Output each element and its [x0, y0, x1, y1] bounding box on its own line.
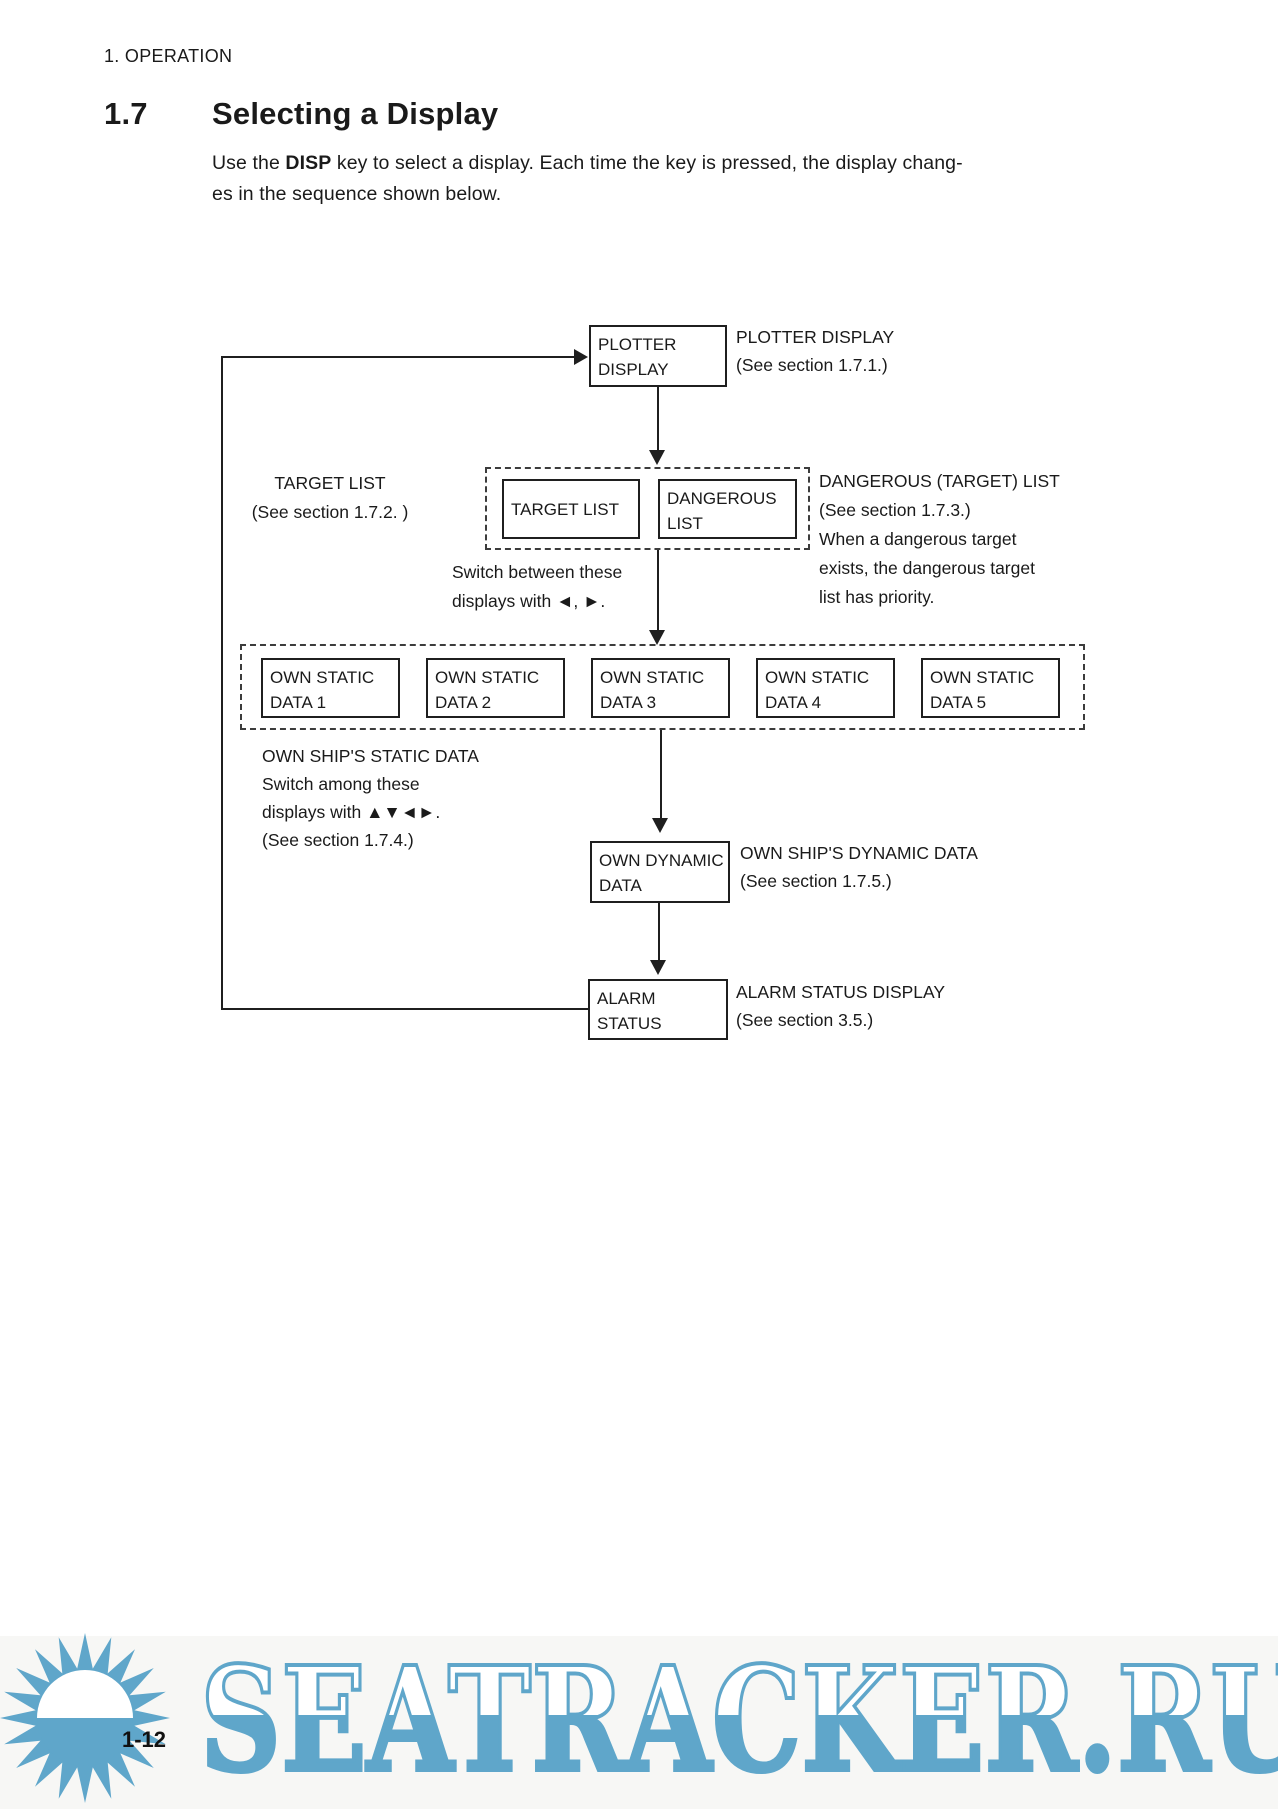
- flow-arrowhead-icon-1: [649, 450, 665, 465]
- static-dashed-container: [240, 644, 1085, 730]
- dangerous-box-line2: LIST: [667, 514, 703, 533]
- flow-arrowhead-icon-2: [649, 630, 665, 645]
- alarm-note-line2: (See section 3.5.): [736, 1010, 874, 1030]
- dangerous-list-box: DANGEROUS LIST: [658, 479, 797, 539]
- plotter-display-box: PLOTTER DISPLAY: [589, 325, 727, 387]
- flow-arrow-line-2: [657, 550, 659, 630]
- dangerous-note-line2: (See section 1.7.3.): [819, 500, 971, 520]
- dynamic-note-line1: OWN SHIP'S DYNAMIC DATA: [740, 843, 978, 863]
- target-list-box: TARGET LIST: [502, 479, 640, 539]
- loop-arrowhead-icon: [574, 349, 588, 365]
- plotter-note: PLOTTER DISPLAY (See section 1.7.1.): [736, 323, 894, 379]
- dynamic-box-line2: DATA: [599, 876, 642, 895]
- static2-line2: DATA 2: [435, 693, 492, 712]
- dangerous-note-line1: DANGEROUS (TARGET) LIST: [819, 471, 1060, 491]
- loop-line-bottom: [221, 1008, 588, 1010]
- alarm-status-box: ALARM STATUS: [588, 979, 728, 1040]
- intro-paragraph: Use the DISP key to select a display. Ea…: [212, 148, 963, 210]
- alarm-note-line1: ALARM STATUS DISPLAY: [736, 982, 946, 1002]
- section-number: 1.7: [104, 96, 148, 131]
- static5-line2: DATA 5: [930, 693, 987, 712]
- switch-note-line2: displays with ◄, ►.: [452, 591, 606, 611]
- watermark-text-bottom: SEATRACKER.RU: [200, 1635, 1278, 1804]
- flow-arrow-line-4: [658, 903, 660, 960]
- own-static-data-1-box: OWN STATIC DATA 1: [261, 658, 400, 718]
- own-static-data-2-box: OWN STATIC DATA 2: [426, 658, 565, 718]
- static-data-note: OWN SHIP'S STATIC DATA Switch among thes…: [262, 742, 479, 854]
- sun-logo-icon: [0, 1633, 170, 1803]
- dynamic-note-line2: (See section 1.7.5.): [740, 871, 892, 891]
- flow-arrow-line-1: [657, 387, 659, 450]
- switch-note-line1: Switch between these: [452, 562, 623, 582]
- watermark-strip: [0, 1636, 1278, 1809]
- alarm-status-note: ALARM STATUS DISPLAY (See section 3.5.): [736, 978, 945, 1034]
- loop-line-vertical: [221, 356, 223, 1010]
- loop-line-top: [221, 356, 574, 358]
- static5-line1: OWN STATIC: [930, 668, 1035, 687]
- flow-arrow-line-3: [660, 730, 662, 818]
- dangerous-list-note: DANGEROUS (TARGET) LIST (See section 1.7…: [819, 467, 1060, 612]
- watermark-text-top: SEATRACKER.RU: [200, 1648, 1278, 1715]
- target-list-label: TARGET LIST (See section 1.7.2. ): [222, 469, 438, 527]
- dangerous-note-line4: exists, the dangerous target: [819, 558, 1035, 578]
- dangerous-box-line1: DANGEROUS: [667, 489, 777, 508]
- intro-pre: Use the: [212, 152, 286, 174]
- section-title: Selecting a Display: [212, 96, 499, 131]
- dangerous-note-line3: When a dangerous target: [819, 529, 1017, 549]
- static1-line2: DATA 1: [270, 693, 327, 712]
- intro-line2: es in the sequence shown below.: [212, 183, 502, 205]
- dangerous-note-line5: list has priority.: [819, 587, 935, 607]
- flow-arrowhead-icon-3: [652, 818, 668, 833]
- dynamic-data-note: OWN SHIP'S DYNAMIC DATA (See section 1.7…: [740, 839, 978, 895]
- static2-line1: OWN STATIC: [435, 668, 540, 687]
- static1-line1: OWN STATIC: [270, 668, 375, 687]
- static-note-line4: (See section 1.7.4.): [262, 830, 414, 850]
- intro-post: key to select a display. Each time the k…: [331, 152, 963, 174]
- static3-line1: OWN STATIC: [600, 668, 705, 687]
- page-number: 1-12: [122, 1727, 167, 1752]
- alarm-box-line1: ALARM: [597, 989, 656, 1008]
- target-label-line1: TARGET LIST: [274, 473, 386, 493]
- target-label-line2: (See section 1.7.2. ): [251, 502, 409, 522]
- static-note-line3: displays with ▲▼◄►.: [262, 802, 441, 822]
- plotter-note-line1: PLOTTER DISPLAY: [736, 327, 895, 347]
- static4-line2: DATA 4: [765, 693, 822, 712]
- target-list-box-label: TARGET LIST: [511, 500, 620, 519]
- plotter-box-line2: DISPLAY: [598, 360, 669, 379]
- static3-line2: DATA 3: [600, 693, 657, 712]
- alarm-box-line2: STATUS: [597, 1014, 662, 1033]
- plotter-note-line2: (See section 1.7.1.): [736, 355, 888, 375]
- plotter-box-line1: PLOTTER: [598, 335, 677, 354]
- own-dynamic-data-box: OWN DYNAMIC DATA: [590, 841, 730, 903]
- own-static-data-5-box: OWN STATIC DATA 5: [921, 658, 1060, 718]
- page-header: 1. OPERATION: [104, 46, 233, 66]
- switch-between-note: Switch between these displays with ◄, ►.: [452, 558, 622, 616]
- dynamic-box-line1: OWN DYNAMIC: [599, 851, 724, 870]
- static-note-line2: Switch among these: [262, 774, 420, 794]
- intro-line1: Use the DISP key to select a display. Ea…: [212, 148, 963, 179]
- static4-line1: OWN STATIC: [765, 668, 870, 687]
- flow-arrowhead-icon-4: [650, 960, 666, 975]
- static-note-line1: OWN SHIP'S STATIC DATA: [262, 746, 479, 766]
- own-static-data-4-box: OWN STATIC DATA 4: [756, 658, 895, 718]
- lists-dashed-container: [485, 467, 810, 550]
- own-static-data-3-box: OWN STATIC DATA 3: [591, 658, 730, 718]
- disp-key-label: DISP: [285, 152, 332, 174]
